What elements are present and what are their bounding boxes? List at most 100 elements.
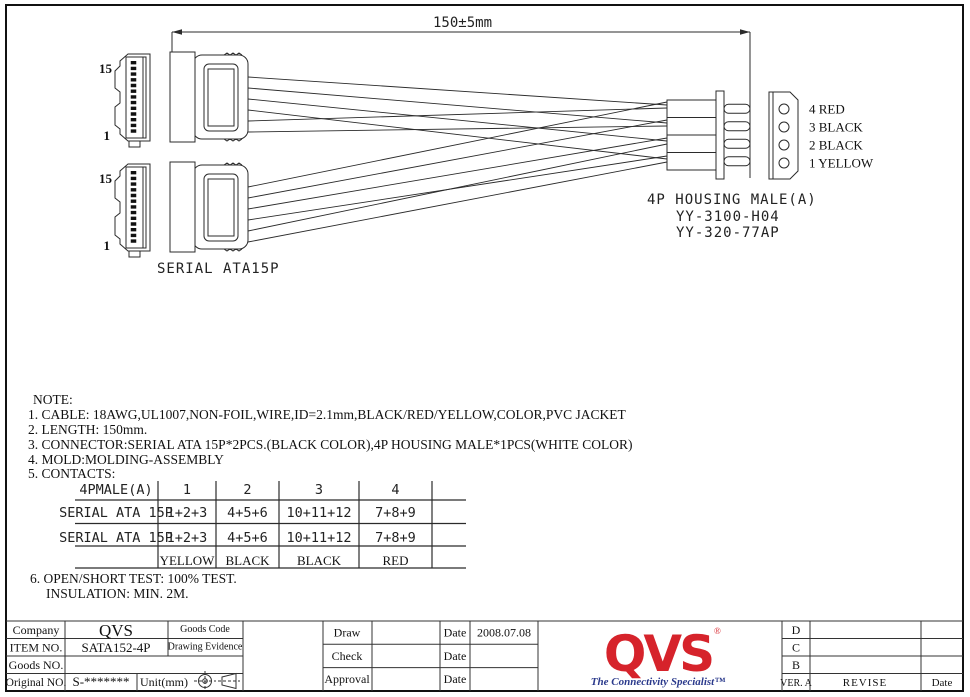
- housing-hole-2: [778, 139, 790, 151]
- wire: [247, 107, 668, 122]
- table-header-4: 4: [391, 482, 399, 498]
- note-item-3: 3. CONNECTOR:SERIAL ATA 15P*2PCS.(BLACK …: [28, 437, 632, 452]
- rev-date-label: Date: [932, 677, 953, 689]
- housing-pin: [723, 103, 751, 114]
- qvs-logo: QVS ® The Connectivity Specialist™: [591, 625, 725, 688]
- sata-plug-tab: [128, 140, 141, 148]
- table-cell: 10+11+12: [286, 505, 351, 521]
- ver-a-label: VER. A: [780, 678, 812, 689]
- housing-pin: [723, 138, 751, 149]
- wire-label-3-black: 3 BLACK: [809, 120, 863, 135]
- wire: [247, 125, 668, 133]
- housing-part-number-2: YY-320-77AP: [676, 225, 780, 241]
- draw-date-value: 2008.07.08: [477, 626, 531, 640]
- dimension: 150±5mm: [171, 15, 751, 178]
- item-no-label: ITEM NO.: [10, 641, 63, 655]
- wire: [247, 143, 668, 232]
- original-no-label: Original NO.: [6, 677, 67, 689]
- table-cell: 1+2+3: [167, 505, 208, 521]
- housing-pin: [723, 121, 751, 132]
- housing-hole-4: [778, 103, 790, 115]
- sata-plug-body: [125, 56, 147, 139]
- sata-overmold-relief: [169, 51, 196, 143]
- rev-row-d: D: [792, 623, 801, 637]
- table-header-2: 2: [243, 482, 251, 498]
- original-no-value: S-*******: [72, 674, 129, 689]
- wire: [247, 161, 668, 243]
- dimension-label: 150±5mm: [433, 15, 492, 31]
- sata-connector-assembly-2: [99, 162, 248, 257]
- housing-hole-1: [778, 157, 790, 169]
- table-color-black1: BLACK: [225, 553, 270, 568]
- sheet-border: [5, 4, 964, 692]
- table-cell: 1+2+3: [167, 530, 208, 546]
- sata-label: SERIAL ATA15P: [157, 261, 280, 277]
- table-cell: 4+5+6: [227, 530, 268, 546]
- housing-flange: [715, 90, 725, 180]
- wire: [247, 101, 668, 188]
- table-row1-label: SERIAL ATA 15P: [59, 505, 173, 521]
- rev-row-c: C: [792, 641, 800, 655]
- note-item-2: 2. LENGTH: 150mm.: [28, 422, 147, 437]
- title-block: Company QVS Goods Code ITEM NO. SATA152-…: [6, 620, 963, 691]
- housing-hole-3: [778, 121, 790, 133]
- crimp-mark-top: [223, 52, 243, 56]
- crimp-mark-bottom: [223, 138, 243, 142]
- note-item-5: 5. CONTACTS:: [28, 466, 115, 481]
- wire-bundle: [247, 76, 668, 243]
- housing-front-view: [768, 91, 799, 180]
- wire: [247, 137, 668, 210]
- wire: [247, 76, 668, 106]
- wire-label-1-yellow: 1 YELLOW: [809, 156, 874, 171]
- wire: [247, 119, 668, 199]
- pin-1-label: 1: [104, 128, 111, 143]
- housing-title: 4P HOUSING MALE(A): [647, 192, 817, 208]
- table-cell: 7+8+9: [375, 505, 416, 521]
- notes-section: NOTE: 1. CABLE: 18AWG,UL1007,NON-FOIL,WI…: [28, 392, 632, 601]
- contacts-table: 4PMALE(A) 1 2 3 4 SERIAL ATA 15P 1+2+3 4…: [59, 481, 466, 569]
- company-label: Company: [13, 623, 60, 637]
- table-color-yellow: YELLOW: [160, 553, 216, 568]
- registered-mark: ®: [714, 626, 721, 636]
- pin-15-label: 15: [99, 61, 113, 76]
- check-date-label: Date: [444, 649, 467, 663]
- third-angle-projection-icon: [194, 671, 216, 691]
- sata-connector-assembly: 15 1: [99, 51, 249, 148]
- check-label: Check: [332, 649, 363, 663]
- qvs-tagline: The Connectivity Specialist™: [591, 676, 725, 688]
- housing-pin: [723, 156, 751, 167]
- sata-overmold-window: [203, 63, 239, 132]
- table-row2-label: SERIAL ATA 15P: [59, 530, 173, 546]
- table-color-red: RED: [383, 553, 409, 568]
- unit-label: Unit(mm): [140, 675, 188, 689]
- item-no-value: SATA152-4P: [81, 640, 150, 655]
- company-value: QVS: [99, 621, 133, 640]
- sata-overmold-window-inner: [207, 68, 235, 127]
- table-cell: 4+5+6: [227, 505, 268, 521]
- draw-label: Draw: [334, 626, 361, 640]
- wire: [247, 87, 668, 124]
- draw-date-label: Date: [444, 626, 467, 640]
- drawing-evidence-label: Drawing Evidence: [168, 642, 243, 653]
- table-color-black2: BLACK: [297, 553, 342, 568]
- goods-code-label: Goods Code: [180, 624, 230, 635]
- revise-label: REVISE: [843, 677, 888, 689]
- table-header-1: 1: [183, 482, 191, 498]
- note-item-6-line1: 6. OPEN/SHORT TEST: 100% TEST.: [30, 571, 237, 586]
- qvs-logo-text: QVS: [604, 625, 712, 683]
- housing-part-number-1: YY-3100-H04: [676, 209, 780, 225]
- wire: [247, 155, 668, 221]
- note-item-4: 4. MOLD:MOLDING-ASSEMBLY: [28, 452, 224, 467]
- wire-label-2-black: 2 BLACK: [809, 138, 863, 153]
- table-header-0: 4PMALE(A): [79, 482, 152, 498]
- housing-side-view: [666, 90, 751, 180]
- wire: [247, 109, 668, 160]
- note-title: NOTE:: [33, 392, 73, 407]
- goods-no-label: Goods NO.: [9, 658, 64, 672]
- approval-date-label: Date: [444, 672, 467, 686]
- table-header-3: 3: [315, 482, 323, 498]
- wire: [247, 98, 668, 142]
- table-cell: 7+8+9: [375, 530, 416, 546]
